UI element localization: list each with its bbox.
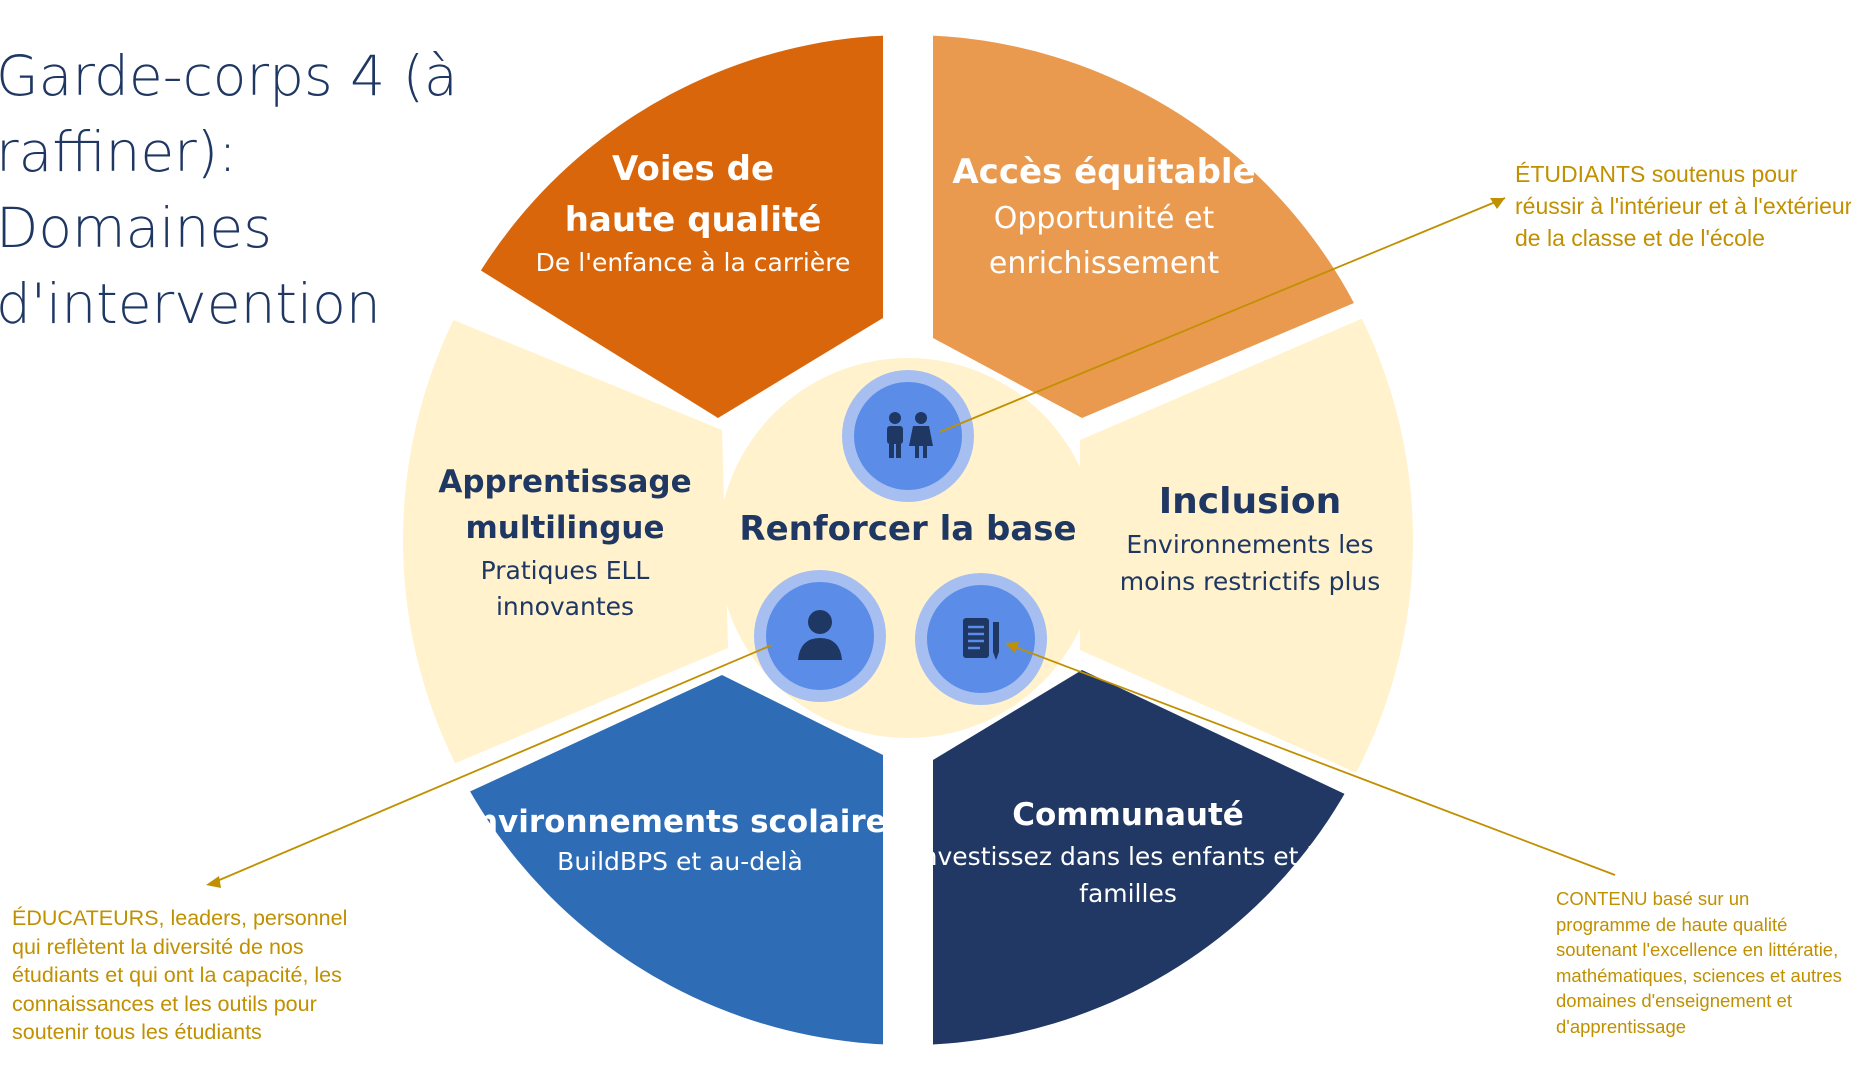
callout-educators-text: ÉDUCATEURS, leaders, personnel qui reflè… <box>12 906 348 1045</box>
equitable-access-title: Accès équitable <box>952 152 1255 192</box>
multilingual-subtitle-line1: Pratiques ELL <box>481 556 650 585</box>
equitable-access-subtitle-line1: Opportunité et <box>994 201 1215 236</box>
segment-multilingual <box>403 290 728 795</box>
document-pencil-icon <box>915 573 1047 705</box>
label-equitable-access: Accès équitable Opportunité et enrichiss… <box>952 152 1255 281</box>
connector-content <box>1009 644 1616 876</box>
multilingual-title-line1: Apprentissage <box>438 464 691 500</box>
quality-pathways-title-line2: haute qualité <box>565 200 822 240</box>
label-quality-pathways: Voies de haute qualité De l'enfance à la… <box>536 149 851 277</box>
community-subtitle-line2: familles <box>1079 879 1177 908</box>
community-subtitle-line1: Investissez dans les enfants et les <box>914 842 1341 871</box>
multilingual-subtitle-line2: innovantes <box>496 592 634 621</box>
callout-content-text: CONTENU basé sur un programme de haute q… <box>1556 888 1842 1037</box>
label-community: Communauté Investissez dans les enfants … <box>914 797 1341 908</box>
label-school-environments: Environnements scolaires BuildBPS et au-… <box>455 804 905 876</box>
inclusion-title: Inclusion <box>1159 481 1341 522</box>
connector-educators <box>209 644 773 885</box>
callout-students-text: ÉTUDIANTS soutenus pour réussir à l'inté… <box>1515 161 1851 251</box>
callout-students: ÉTUDIANTS soutenus pour réussir à l'inté… <box>1515 158 1851 254</box>
center-label: Renforcer la base <box>739 509 1076 549</box>
educator-icon <box>754 570 886 702</box>
connector-educators-arrowhead <box>206 876 221 888</box>
segment-inclusion <box>1080 285 1413 810</box>
school-environments-subtitle: BuildBPS et au-delà <box>557 847 803 876</box>
label-inclusion: Inclusion Environnements les moins restr… <box>1120 481 1381 596</box>
connector-content-arrowhead <box>1005 642 1019 653</box>
callout-educators: ÉDUCATEURS, leaders, personnel qui reflè… <box>12 904 382 1047</box>
connector-students <box>939 197 1506 433</box>
multilingual-title-line2: multilingue <box>465 510 664 546</box>
students-icon <box>842 370 974 502</box>
inclusion-subtitle-line1: Environnements les <box>1126 530 1373 559</box>
connector-students-arrowhead <box>1490 198 1505 209</box>
callout-content: CONTENU basé sur un programme de haute q… <box>1556 886 1846 1039</box>
label-multilingual: Apprentissage multilingue Pratiques ELL … <box>438 464 691 621</box>
quality-pathways-subtitle: De l'enfance à la carrière <box>536 248 851 277</box>
school-environments-title: Environnements scolaires <box>455 804 905 840</box>
callout-connectors <box>206 197 1616 888</box>
quality-pathways-title-line1: Voies de <box>612 149 774 189</box>
page-title: Garde-corps 4 (à raffiner): Domaines d'i… <box>0 44 458 336</box>
inclusion-subtitle-line2: moins restrictifs plus <box>1120 567 1381 596</box>
community-title: Communauté <box>1012 797 1244 833</box>
equitable-access-subtitle-line2: enrichissement <box>989 246 1219 281</box>
